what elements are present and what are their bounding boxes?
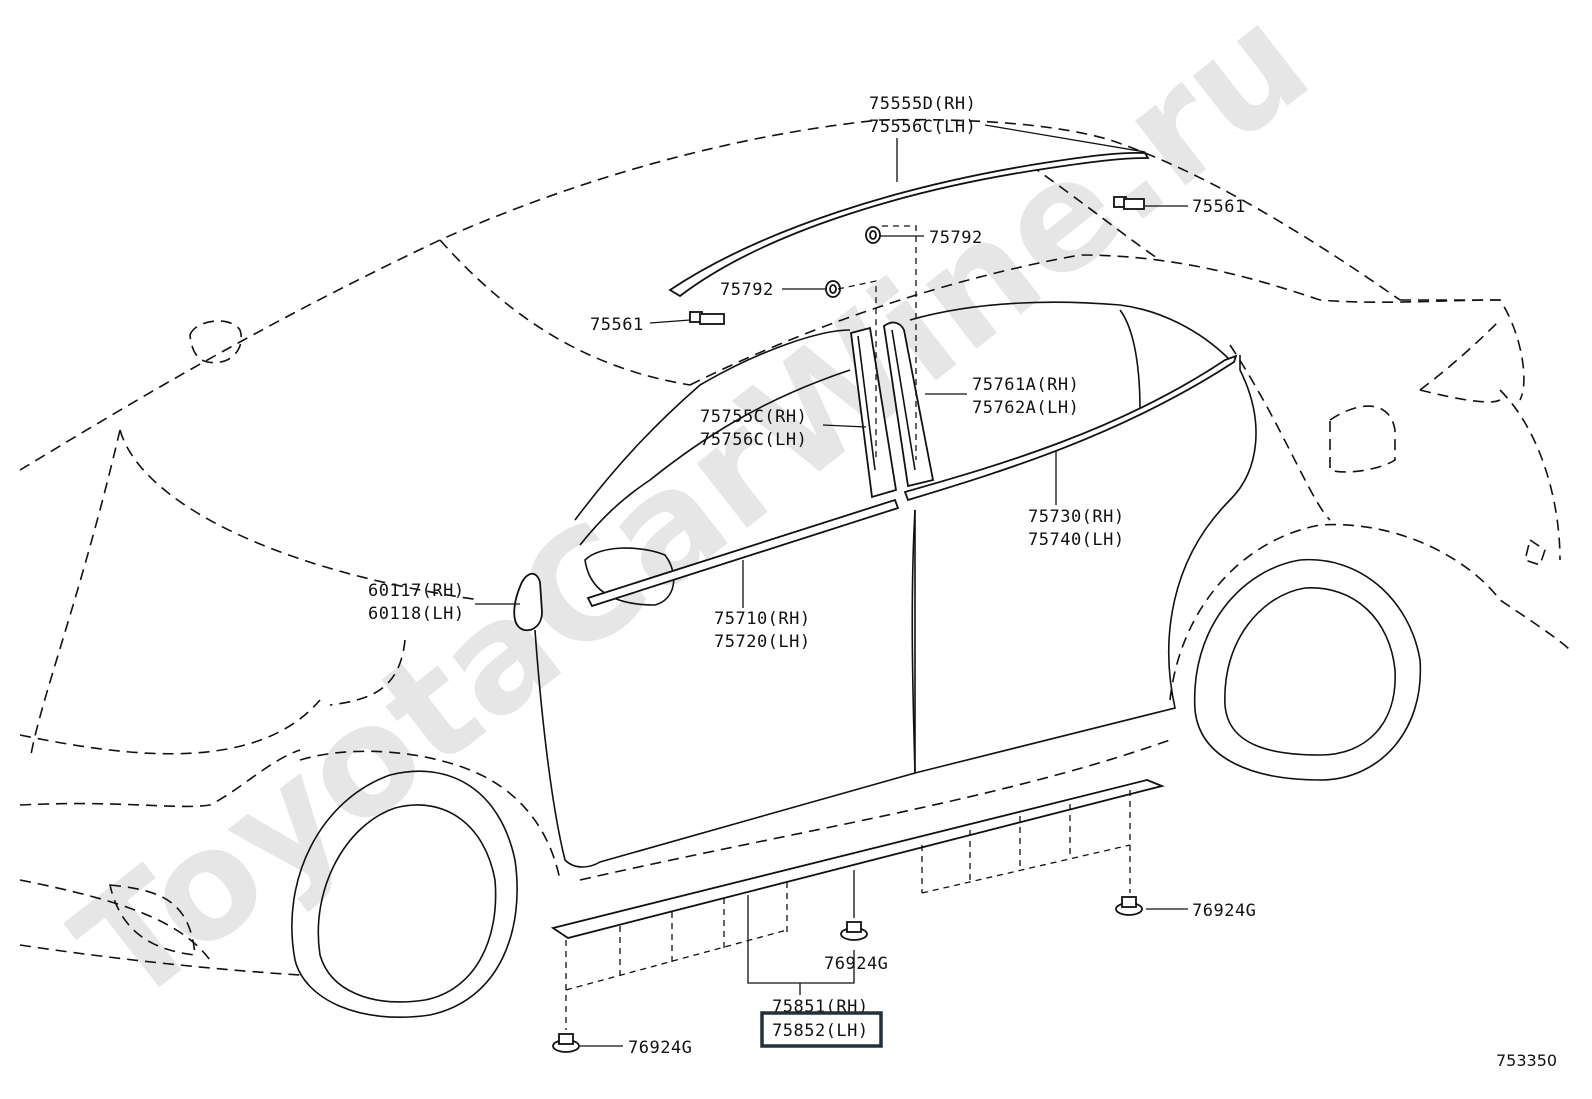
callout-text: 75762A(LH) bbox=[972, 398, 1079, 418]
callout-nut-rear: 76924G bbox=[1192, 901, 1256, 921]
rear-belt-molding-part bbox=[903, 354, 1238, 502]
clip-rear-part bbox=[1113, 196, 1145, 210]
nut-front-part bbox=[552, 1033, 580, 1053]
callout-clip-rear: 75561 bbox=[1192, 197, 1246, 217]
callout-roof-molding: 75555D(RH) 75556C(LH) bbox=[869, 94, 976, 137]
rocker-molding-part bbox=[550, 779, 1165, 939]
callout-nut-front: 76924G bbox=[628, 1038, 692, 1058]
callout-text: 76924G bbox=[628, 1038, 692, 1058]
figure-number: 753350 bbox=[1496, 1051, 1557, 1070]
callout-text-highlighted[interactable]: 75852(LH) bbox=[772, 1021, 869, 1041]
nut-rear-part bbox=[1115, 896, 1143, 916]
callout-rocker-molding[interactable]: 75851(RH) 75852(LH) bbox=[760, 997, 883, 1048]
nut-middle-part bbox=[840, 921, 868, 941]
callout-text: 60117(RH) bbox=[368, 581, 465, 601]
callout-text: 75556C(LH) bbox=[869, 117, 976, 137]
front-wheel bbox=[291, 770, 518, 1019]
grommet-upper-part bbox=[865, 226, 881, 244]
callout-text: 76924G bbox=[824, 954, 888, 974]
callout-text: 75555D(RH) bbox=[869, 94, 976, 114]
front-belt-molding-part bbox=[586, 498, 900, 608]
clip-front-part bbox=[689, 311, 725, 325]
callout-text: 76924G bbox=[1192, 901, 1256, 921]
rear-wheel bbox=[1193, 558, 1422, 781]
callout-front-belt-molding: 75710(RH) 75720(LH) bbox=[714, 609, 811, 652]
leader-lines bbox=[475, 124, 1188, 1047]
callout-text: 75756C(LH) bbox=[700, 430, 807, 450]
callout-grommet-upper: 75792 bbox=[929, 228, 983, 248]
callout-nut-middle: 76924G bbox=[824, 954, 888, 974]
callout-text: 75561 bbox=[590, 315, 644, 335]
callout-rear-pillar-garnish: 75761A(RH) 75762A(LH) bbox=[972, 375, 1079, 418]
rear-pillar-garnish-part bbox=[883, 321, 935, 488]
callout-text: 75792 bbox=[929, 228, 983, 248]
callout-rear-belt-molding: 75730(RH) 75740(LH) bbox=[1028, 507, 1125, 550]
callout-text: 75755C(RH) bbox=[700, 407, 807, 427]
callout-text: 75761A(RH) bbox=[972, 375, 1079, 395]
roof-drip-molding bbox=[668, 151, 1150, 298]
front-pillar-garnish-part bbox=[850, 326, 898, 499]
callout-text: 75792 bbox=[720, 280, 774, 300]
grommet-lower-part bbox=[825, 280, 841, 298]
callout-text: 60118(LH) bbox=[368, 604, 465, 624]
callout-clip-front: 75561 bbox=[590, 315, 644, 335]
callout-text: 75720(LH) bbox=[714, 632, 811, 652]
callout-text: 75730(RH) bbox=[1028, 507, 1125, 527]
callout-quarter-window: 60117(RH) 60118(LH) bbox=[368, 581, 465, 624]
quarter-window-part bbox=[513, 572, 543, 632]
callout-text: 75561 bbox=[1192, 197, 1246, 217]
callout-grommet-lower: 75792 bbox=[720, 280, 774, 300]
callout-text: 75710(RH) bbox=[714, 609, 811, 629]
car-outline bbox=[19, 118, 1571, 976]
highlight-box bbox=[760, 1011, 883, 1048]
doors bbox=[534, 301, 1257, 868]
callout-text: 75740(LH) bbox=[1028, 530, 1125, 550]
callout-front-pillar-garnish: 75755C(RH) 75756C(LH) bbox=[700, 407, 807, 450]
